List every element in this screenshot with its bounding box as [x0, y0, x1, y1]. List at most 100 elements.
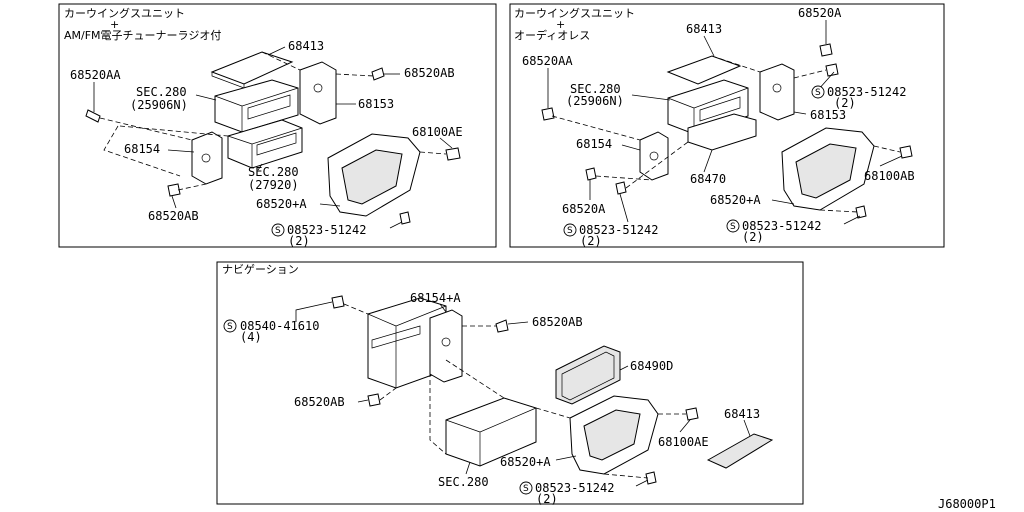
r-label-68470: 68470	[690, 172, 726, 186]
left-dash-7	[103, 125, 181, 177]
r-screw3-s-symbol	[726, 219, 740, 233]
b-dash-6	[603, 473, 649, 479]
r-label-68100AB: 68100AB	[864, 169, 915, 183]
b-label-68100AE: 68100AE	[658, 435, 709, 449]
r-box-68470-part	[687, 113, 757, 151]
r-bezel-opening	[795, 143, 857, 199]
left-leader-68520AB-bottom	[171, 195, 177, 209]
screw-68520AB-top-icon	[371, 67, 385, 81]
screw-bezel-icon	[399, 211, 411, 225]
left-leader-68520A	[319, 203, 341, 207]
r-leader-68413	[703, 35, 715, 57]
b-label-68490D: 68490D	[630, 359, 673, 373]
head-unit-upper-face	[214, 87, 299, 132]
display-68490D-screen	[561, 351, 615, 401]
r-leader-68154	[621, 144, 641, 151]
b-screw-s-letter: S	[227, 322, 233, 332]
b-leader-68520A	[555, 455, 577, 461]
left-screw-code: 08523-51242	[287, 223, 366, 237]
r-label-68520A-plus: 68520+A	[710, 193, 761, 207]
left-label-sec280b-sub: (27920)	[248, 178, 299, 192]
panel-left-header-line2: AM/FM電子チューナーラジオ付	[64, 29, 221, 42]
left-leader-sec280b	[257, 163, 263, 171]
r-screw-68520A-bottom-icon	[585, 167, 597, 181]
head-unit-upper-display	[247, 94, 291, 120]
b-dash-7	[429, 340, 447, 455]
r-bracket-68153-hole	[772, 83, 782, 93]
r-screw1-s-letter: S	[815, 88, 821, 98]
b-bezel-opening	[583, 409, 641, 461]
r-leader-68520A-plus	[771, 199, 795, 205]
left-dash-4	[419, 151, 447, 155]
left-label-sec280b: SEC.280	[248, 165, 299, 179]
left-leader-sec280	[195, 94, 217, 101]
r-label-68413: 68413	[686, 22, 722, 36]
bracket-68154A-hole	[441, 337, 451, 347]
bracket-68153-part	[299, 61, 337, 125]
left-dash-6	[261, 51, 301, 71]
screw-68520AA-icon	[85, 109, 101, 123]
r-bracket-68154-part	[639, 131, 669, 181]
r-screw2-qty: (2)	[580, 234, 602, 248]
b-leader-68520AB-left	[357, 399, 369, 403]
b-label-sec280: SEC.280	[438, 475, 489, 489]
r-dash-5	[711, 55, 761, 73]
r-screw3-qty: (2)	[742, 230, 764, 244]
b-screw-68520AB-top-icon	[495, 319, 509, 333]
b-screw-68520AB-left-icon	[367, 393, 381, 407]
left-screw-s-symbol	[271, 223, 285, 237]
cover-68413-part	[210, 51, 294, 85]
panel-left: カーウイングスユニット + AM/FM電子チューナーラジオ付	[58, 3, 497, 248]
screw-68520AB-bottom-icon	[167, 183, 181, 197]
r-screw1-code: 08523-51242	[827, 85, 906, 99]
panel-bottom-frame	[216, 261, 804, 505]
b-label-68520A: 68520+A	[500, 455, 551, 469]
panel-right-header-line1: カーウイングスユニット	[514, 6, 635, 20]
r-leader-68470	[703, 149, 713, 173]
b-sec280-box-face	[445, 407, 537, 466]
b-label-68413: 68413	[724, 407, 760, 421]
left-label-sec280: SEC.280	[136, 85, 187, 99]
b-leader-68413	[743, 419, 751, 437]
r-screw1-s-symbol	[811, 85, 825, 99]
panel-left-header-plus: +	[110, 18, 119, 31]
screw-68100AE-icon	[445, 147, 461, 161]
b-dash-3	[379, 387, 397, 401]
b-label-68520AB-left: 68520AB	[294, 395, 345, 409]
r-dash-4	[595, 175, 653, 181]
left-dash-5	[177, 183, 207, 191]
r-screw1-qty: (2)	[834, 96, 856, 110]
r-leader-screw3	[843, 215, 861, 225]
nav-unit-face	[367, 305, 447, 388]
left-label-68100AE: 68100AE	[412, 125, 463, 139]
r-screw2-code: 08523-51242	[579, 223, 658, 237]
panel-bottom-header: ナビゲーション	[222, 263, 299, 276]
r-dash-2	[793, 69, 827, 79]
r-head-unit-display	[699, 96, 741, 122]
r-dash-3	[873, 145, 901, 153]
r-leader-68153	[793, 111, 807, 115]
b-dash-4	[445, 359, 505, 399]
panel-left-frame	[58, 3, 497, 248]
b-leader-68490D	[619, 365, 629, 371]
head-unit-lower-face	[227, 127, 303, 168]
r-label-sec280: SEC.280	[570, 82, 621, 96]
left-label-sec280-sub: (25906N)	[130, 98, 188, 112]
r-screw3-code: 08523-51242	[742, 219, 821, 233]
r-label-68520A-bottom: 68520A	[562, 202, 606, 216]
left-label-68413: 68413	[288, 39, 324, 53]
left-leader-screw	[389, 221, 403, 229]
b-screw2-qty: (2)	[536, 492, 558, 506]
b-label-68520AB-top: 68520AB	[532, 315, 583, 329]
r-dash-1	[551, 115, 641, 141]
left-label-68520AB-top: 68520AB	[404, 66, 455, 80]
r-label-68153: 68153	[810, 108, 846, 122]
b-leader-68100AE	[679, 419, 691, 433]
r-screw-68100AB-icon	[899, 145, 913, 159]
left-dash-3	[335, 73, 375, 77]
head-unit-lower-part	[227, 119, 303, 169]
cover-68413-edge	[211, 72, 245, 89]
bezel-68520A-opening	[341, 149, 403, 205]
r-screw-68520AA-icon	[541, 107, 555, 121]
